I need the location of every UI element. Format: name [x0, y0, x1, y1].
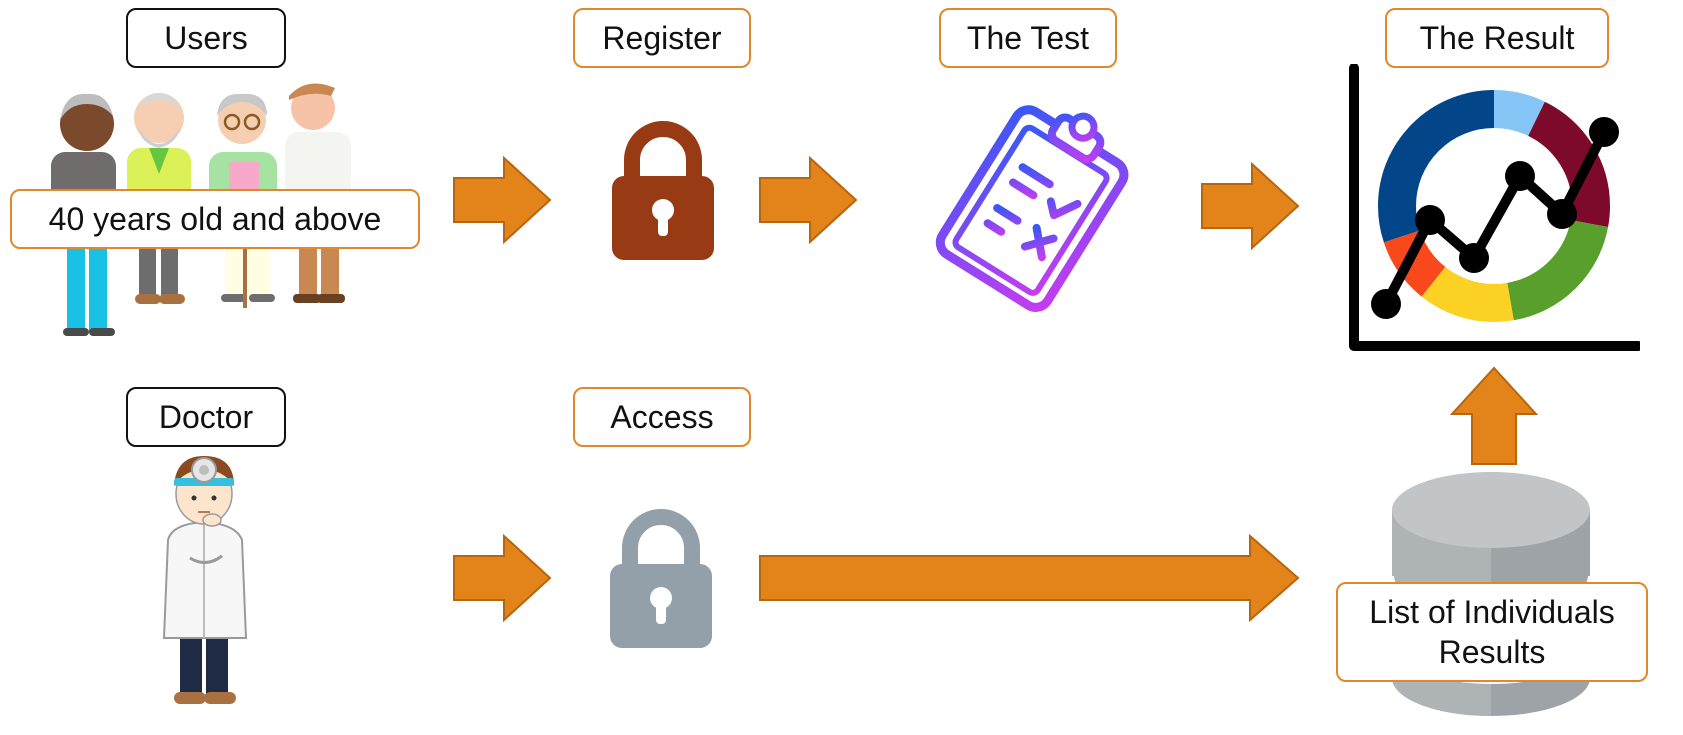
- clipboard-checklist-icon: [935, 105, 1129, 312]
- chart-icon: [1349, 64, 1640, 351]
- lock-icon: [610, 509, 712, 648]
- result-label: The Result: [1385, 8, 1609, 68]
- doctor-icon: [162, 456, 248, 704]
- arrow-icon: [1450, 366, 1538, 465]
- arrow-icon: [759, 534, 1300, 622]
- users-label: Users: [126, 8, 286, 68]
- arrow-icon: [759, 156, 858, 244]
- arrow-icon: [453, 534, 552, 622]
- doctor-label: Doctor: [126, 387, 286, 447]
- age-group-label: 40 years old and above: [10, 189, 420, 249]
- access-label: Access: [573, 387, 751, 447]
- test-label: The Test: [939, 8, 1117, 68]
- register-label: Register: [573, 8, 751, 68]
- lock-icon: [612, 121, 714, 260]
- list-label: List of Individuals Results: [1336, 582, 1648, 682]
- arrow-icon: [453, 156, 552, 244]
- arrow-icon: [1201, 162, 1300, 250]
